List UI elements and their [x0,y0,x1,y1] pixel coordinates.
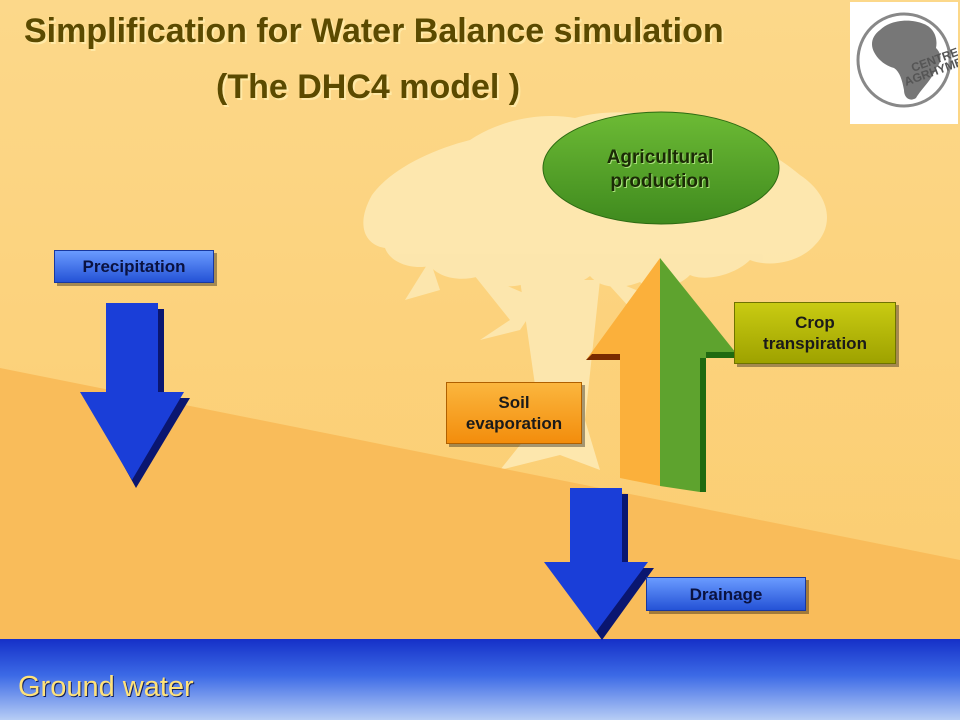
ground-water-label: Ground water [18,671,194,703]
crop-line-2: transpiration [763,334,867,353]
soil-line-1: Soil [498,393,530,412]
crop-transpiration-arrow [660,258,746,492]
soil-line-2: evaporation [465,414,563,433]
title-line-2: (The DHC4 model ) [216,68,521,106]
soil-ground [0,368,960,640]
agrhymet-logo: CENTRE AGRHYMET [850,2,960,124]
agricultural-production-ellipse [542,111,780,225]
agricultural-line-1: Agricultural [606,147,714,168]
crop-transpiration-label: Crop transpiration [734,302,896,364]
title-line-1: Simplification for Water Balance simulat… [24,12,724,50]
africa-map-logo-icon: CENTRE AGRHYMET [856,12,960,108]
precipitation-label: Precipitation [54,250,214,283]
soil-evaporation-arrow [586,258,660,486]
agricultural-line-2: production [610,171,710,192]
crop-line-1: Crop [795,313,835,332]
drainage-arrow [544,488,654,640]
soil-evaporation-label: Soil evaporation [446,382,582,444]
drainage-label: Drainage [646,577,806,611]
agricultural-production-label: Agricultural production [575,146,745,194]
groundwater-band [0,639,960,720]
precipitation-arrow [80,303,190,488]
